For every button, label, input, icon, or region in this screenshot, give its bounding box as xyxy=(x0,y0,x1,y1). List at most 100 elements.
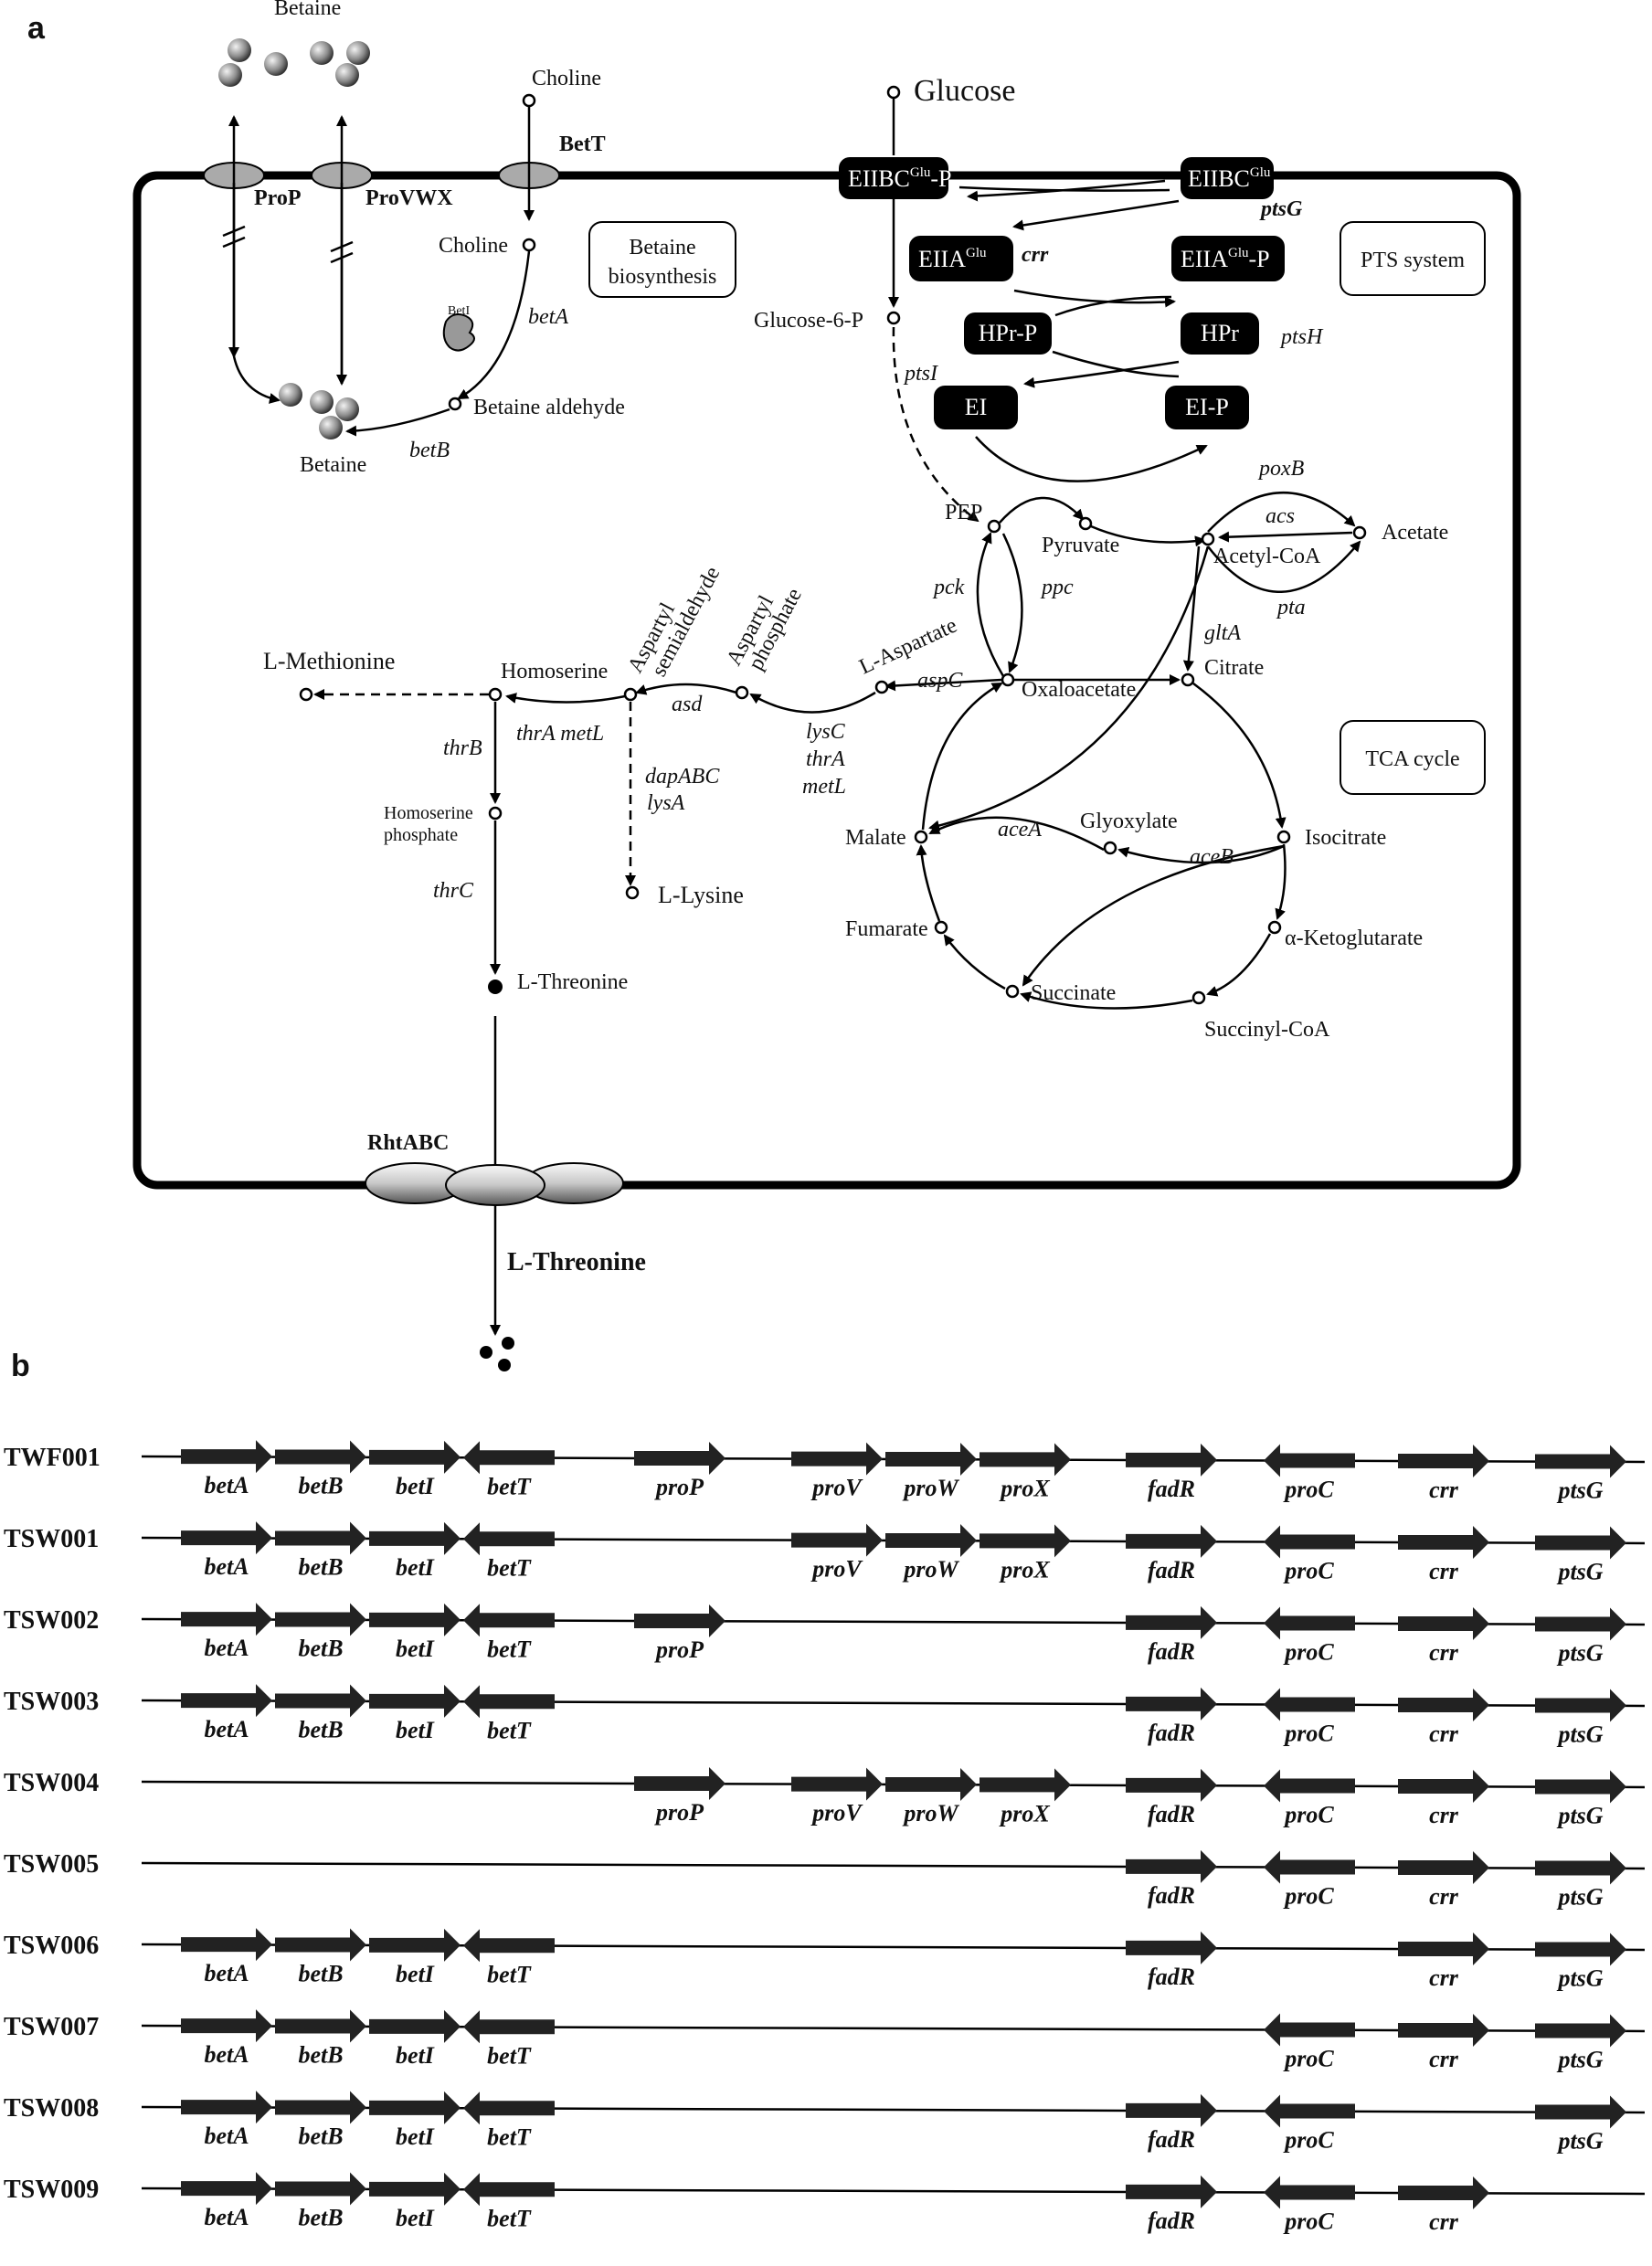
betaine-aldehyde-node xyxy=(448,397,462,411)
prop-transport-arrow xyxy=(222,115,246,358)
svg-text:EIIAGlu: EIIAGlu xyxy=(918,246,987,272)
gene-label-ptsG: ptsG xyxy=(1556,2047,1603,2073)
gene-arrow-betB xyxy=(275,2091,366,2124)
gene-label-fadR: fadR xyxy=(1148,1638,1195,1665)
threonine-molecules-outside xyxy=(480,1337,514,1371)
beta-arrow xyxy=(457,250,531,400)
gene-arrow-proX xyxy=(980,1443,1071,1477)
gene-label-betB: betB xyxy=(298,1636,343,1662)
gene-label-proC: proC xyxy=(1283,1638,1334,1665)
eiia-glu-p-box: EIIAGlu-P xyxy=(1171,236,1285,281)
gene-label-betA: betA xyxy=(204,1960,249,1986)
gene-label-proX: proX xyxy=(999,1556,1050,1583)
gene-label-fadR: fadR xyxy=(1148,1801,1195,1827)
ppc-arrow xyxy=(1001,533,1023,673)
homoserine-node xyxy=(488,687,503,702)
gene-arrow-ptsG xyxy=(1535,1770,1626,1804)
gene-arrow-betT xyxy=(463,1929,555,1963)
choline-out-node xyxy=(522,93,536,108)
pts-transfer-arrows xyxy=(958,179,1208,482)
gene-label-ptsG: ptsG xyxy=(1556,2128,1603,2155)
aspc-arrow xyxy=(884,678,1002,692)
gene-arrow-fadR xyxy=(1126,1524,1217,1558)
gene-label-proC: proC xyxy=(1283,1476,1334,1502)
lysc-label: lysC xyxy=(806,720,846,744)
gene-arrow-ptsG xyxy=(1535,1689,1626,1722)
eiia-glu-sup: Glu xyxy=(966,246,987,260)
ei-p-label: EI-P xyxy=(1185,394,1229,420)
hpr-label: HPr xyxy=(1201,320,1239,346)
gene-arrow-fadR xyxy=(1126,1605,1217,1639)
tca-cycle-label: TCA cycle xyxy=(1365,747,1459,771)
ei-label: EI xyxy=(965,394,988,420)
pyruvate-label: Pyruvate xyxy=(1042,534,1119,557)
gene-label-proC: proC xyxy=(1283,1882,1334,1909)
gene-label-betA: betA xyxy=(204,1716,249,1742)
gene-arrow-crr xyxy=(1398,2176,1489,2210)
gene-label-crr: crr xyxy=(1429,1477,1459,1503)
betaine-outside-label: Betaine xyxy=(274,0,341,20)
gene-arrow-crr xyxy=(1398,1932,1489,1966)
gene-arrow-fadR xyxy=(1126,2093,1217,2127)
gene-arrow-betT xyxy=(463,2091,555,2125)
gene-label-fadR: fadR xyxy=(1148,1476,1195,1502)
strain-label: TSW001 xyxy=(4,1525,99,1553)
gene-label-ptsG: ptsG xyxy=(1556,1640,1603,1667)
gene-label-betA: betA xyxy=(204,2204,249,2230)
oxaloacetate-label: Oxaloacetate xyxy=(1022,678,1136,702)
rhtabc-label: RhtABC xyxy=(367,1131,449,1155)
gene-arrow-fadR xyxy=(1126,1931,1217,1964)
rhtabc-transporter xyxy=(365,1162,624,1206)
succinate-label: Succinate xyxy=(1031,981,1116,1005)
eiia-glu-p-suffix: -P xyxy=(1248,246,1269,272)
gene-label-betB: betB xyxy=(298,2205,343,2231)
gene-label-betA: betA xyxy=(204,1553,249,1580)
glta-enzyme-label: gltA xyxy=(1204,621,1241,645)
eiibc-glu-box: EIIBCGlu xyxy=(1181,157,1274,199)
gene-label-crr: crr xyxy=(1429,1721,1459,1747)
eiibc-glu-base: EIIBC xyxy=(1188,165,1250,192)
beti-protein-icon: BetI xyxy=(442,304,475,352)
glycolysis-dashed-arrow xyxy=(892,326,980,523)
lysc-arrow xyxy=(749,691,876,714)
strain-label: TSW009 xyxy=(4,2176,99,2204)
gene-arrow-crr xyxy=(1398,2014,1489,2048)
gene-arrow-betA xyxy=(181,1521,272,1555)
gene-label-proP: proP xyxy=(654,1799,704,1826)
aspartyl-semialdehyde-node xyxy=(623,687,638,702)
ptsg-enzyme-label: ptsG xyxy=(1259,197,1303,221)
beta-enzyme-label: betA xyxy=(528,305,568,329)
gene-label-betT: betT xyxy=(487,1636,532,1662)
aceb-enzyme-label: aceB xyxy=(1190,845,1234,869)
poxb-enzyme-label: poxB xyxy=(1257,457,1305,481)
dapabc-label: dapABC xyxy=(645,765,720,789)
strain-label: TSW006 xyxy=(4,1932,99,1960)
eiibc-glu-p-sup: Glu xyxy=(910,165,931,180)
strain-label: TSW003 xyxy=(4,1688,99,1716)
gene-label-betI: betI xyxy=(396,2042,435,2069)
panel-a: a Betaine biosynthesis PTS system TCA cy… xyxy=(27,0,1521,1371)
gene-label-proV: proV xyxy=(810,1800,863,1827)
l-methionine-node xyxy=(299,687,313,702)
gene-arrow-betI xyxy=(369,1928,461,1962)
acs-enzyme-label: acs xyxy=(1265,504,1295,528)
gene-arrow-betA xyxy=(181,1440,272,1474)
provwx-transport-arrow xyxy=(330,115,354,386)
svg-text:EIIAGlu-P: EIIAGlu-P xyxy=(1181,246,1270,272)
eiibc-glu-p-base: EIIBC xyxy=(848,165,910,192)
gene-label-betI: betI xyxy=(396,1636,435,1662)
gene-label-betI: betI xyxy=(396,1961,435,1987)
gene-label-betT: betT xyxy=(487,1554,532,1581)
l-lysine-node xyxy=(625,885,640,900)
gene-arrow-proC xyxy=(1264,1688,1355,1721)
pep-to-pyruvate-arrow xyxy=(999,496,1085,524)
gene-arrow-ptsG xyxy=(1535,2095,1626,2129)
ptsh-enzyme-label: ptsH xyxy=(1279,325,1324,349)
gene-arrow-betI xyxy=(369,2172,461,2206)
gene-arrow-betA xyxy=(181,1684,272,1718)
crr-enzyme-label: crr xyxy=(1022,243,1049,267)
thra-label: thrA xyxy=(806,747,845,771)
